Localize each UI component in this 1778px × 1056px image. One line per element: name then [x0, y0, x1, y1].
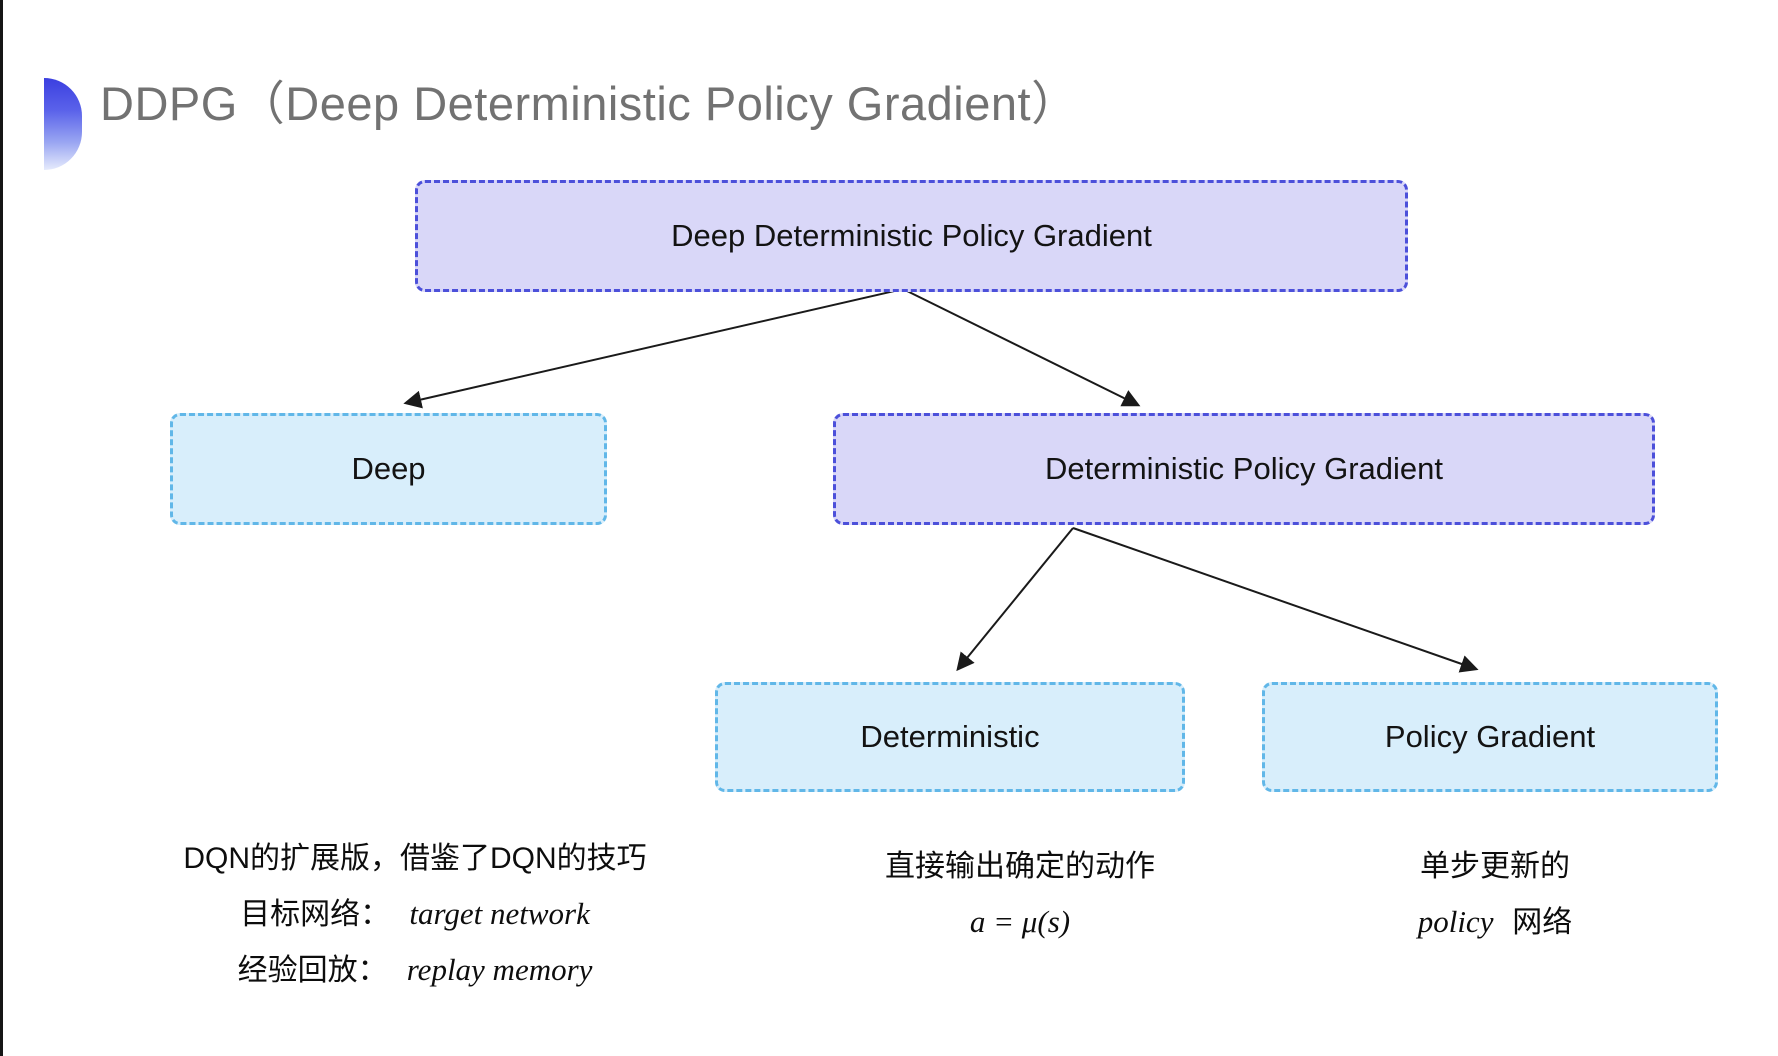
note-deep-line1: DQN的扩展版，借鉴了DQN的技巧 — [183, 842, 647, 875]
note-deep-line3-label: 经验回放： — [237, 954, 388, 987]
node-policy-gradient: Policy Gradient — [1262, 682, 1718, 792]
node-deterministic-policy-gradient: Deterministic Policy Gradient — [833, 413, 1655, 525]
note-policy-gradient: 单步更新的 policy 网络 — [1300, 850, 1690, 961]
node-deep-deterministic-policy-gradient: Deep Deterministic Policy Gradient — [415, 180, 1408, 292]
page-title: DDPG（Deep Deterministic Policy Gradient） — [100, 77, 1079, 130]
arrow-dpg-to-policy-gradient — [1072, 527, 1479, 673]
node-label: Deterministic Policy Gradient — [1045, 451, 1443, 486]
note-deterministic: 直接输出确定的动作 a = μ(s) — [820, 850, 1220, 960]
note-policy-gradient-line2: policy 网络 — [1300, 905, 1690, 940]
node-label: Deep — [351, 451, 426, 486]
note-deterministic-line1: 直接输出确定的动作 — [885, 850, 1155, 883]
note-policy-gradient-line1: 单步更新的 — [1420, 850, 1570, 883]
note-deep-line3: 经验回放： replay memory — [130, 953, 700, 988]
arrow-ddpg-to-deep — [403, 288, 904, 409]
node-label: Deep Deterministic Policy Gradient — [671, 218, 1152, 253]
node-label: Deterministic — [860, 719, 1040, 754]
note-deep: DQN的扩展版，借鉴了DQN的技巧 目标网络： target network 经… — [130, 842, 700, 1009]
node-label: Policy Gradient — [1384, 719, 1596, 754]
left-edge-line — [0, 0, 3, 1056]
note-policy-gradient-line2-italic: policy — [1417, 904, 1494, 939]
note-deep-line3-value: replay memory — [406, 952, 593, 987]
title-bullet-semicircle-icon — [44, 78, 82, 170]
note-policy-gradient-line2-rest: 网络 — [1512, 906, 1573, 939]
note-deep-line2: 目标网络： target network — [130, 897, 700, 932]
note-deep-line2-label: 目标网络： — [240, 898, 391, 931]
arrow-ddpg-to-dpg — [902, 288, 1141, 407]
node-deterministic: Deterministic — [715, 682, 1185, 792]
node-deep: Deep — [170, 413, 607, 525]
arrow-dpg-to-deterministic — [956, 527, 1074, 672]
note-deep-line2-value: target network — [409, 896, 590, 931]
note-deterministic-formula: a = μ(s) — [969, 904, 1071, 939]
